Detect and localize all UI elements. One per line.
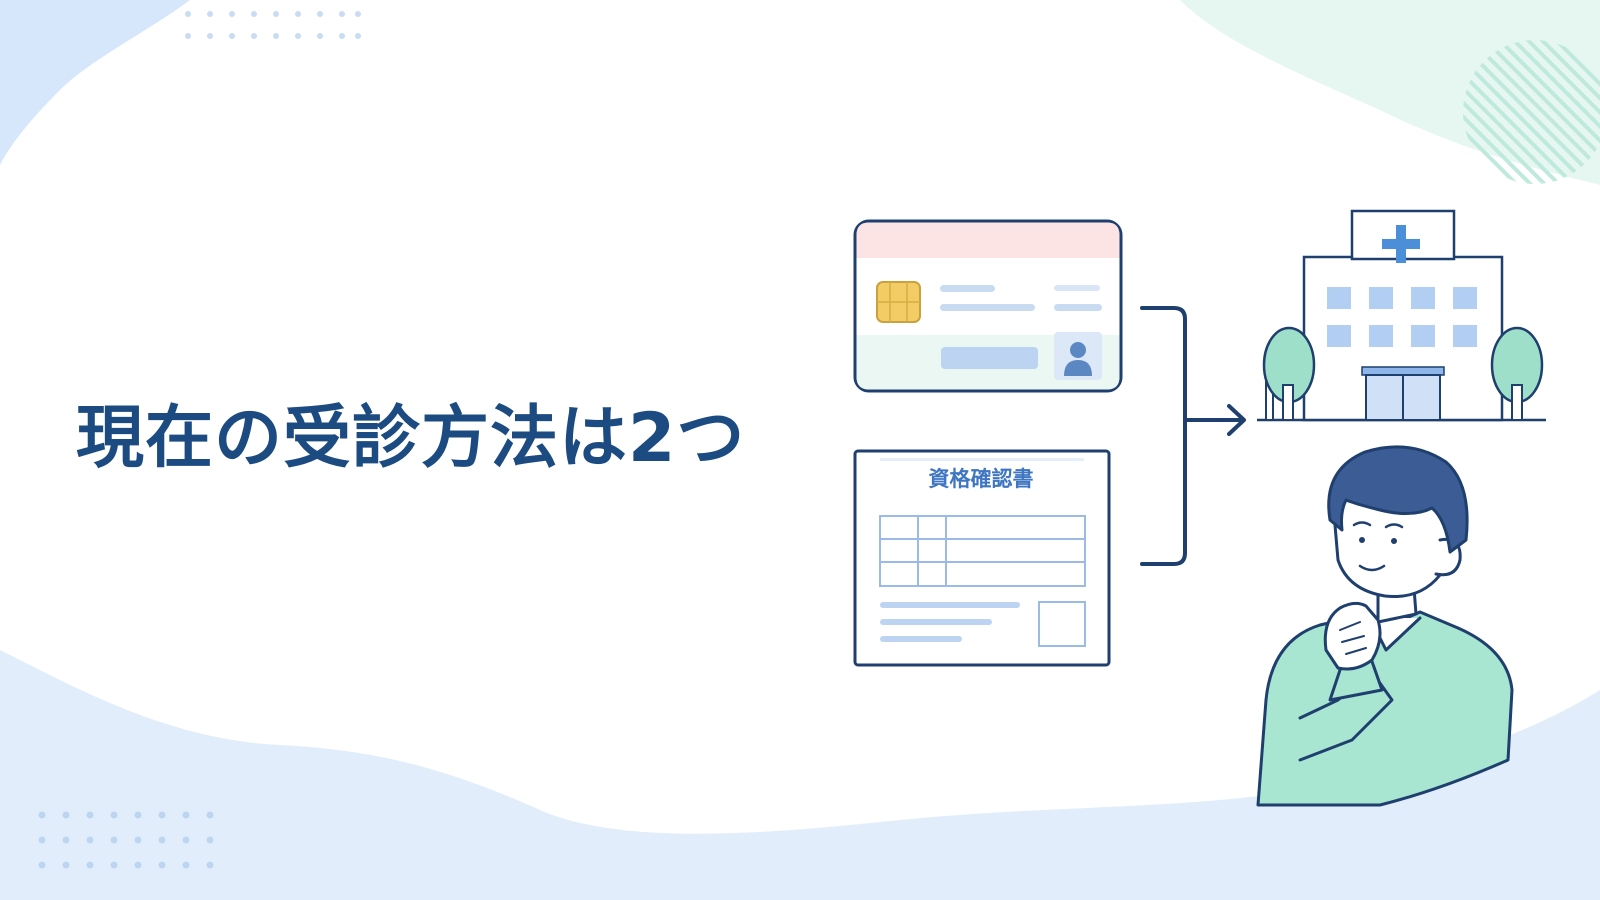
page-title: 現在の受診方法は2つ <box>76 399 746 478</box>
id-card-with-chip-icon <box>853 219 1123 393</box>
top-left-dots <box>185 11 361 39</box>
thinking-person-icon <box>1256 445 1514 807</box>
document-card-title: 資格確認書 <box>928 467 1034 491</box>
document-form-icon <box>853 449 1111 667</box>
bottom-wave <box>0 650 1600 900</box>
hospital-building-icon <box>1257 209 1546 422</box>
top-left-blob <box>0 0 190 165</box>
bracket-arrow-icon <box>1140 306 1246 566</box>
bottom-left-dots <box>38 811 214 869</box>
